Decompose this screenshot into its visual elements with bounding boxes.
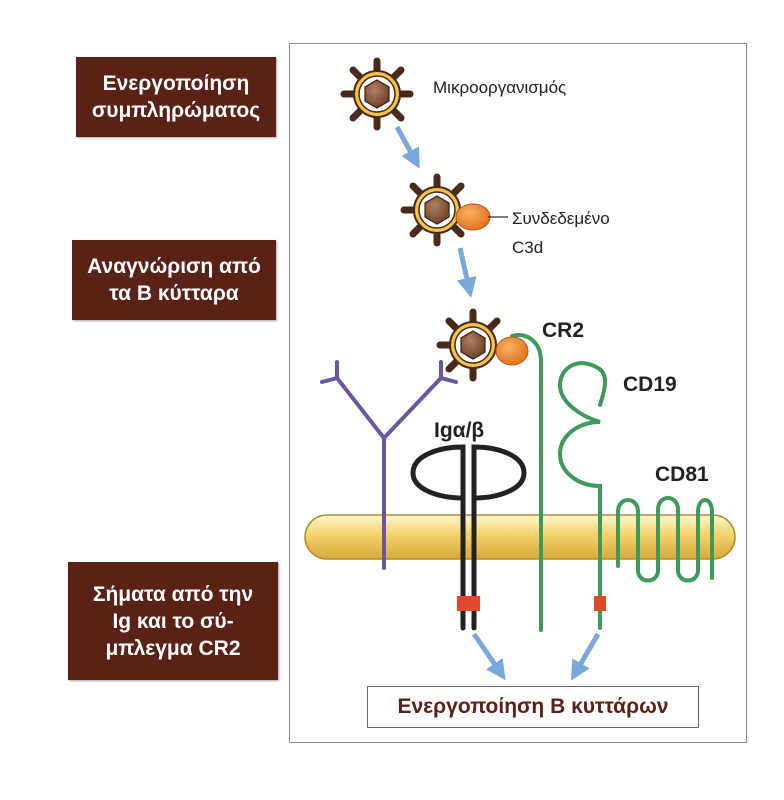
b-cell-activation-label: Ενεργοποίηση Β κυττάρων [397, 695, 669, 718]
stage-label-line: συμπληρώματος [91, 99, 261, 122]
stage-label-line: Ig και το σύ- [112, 609, 234, 633]
label-bound-c3d: Συνδεδεμένο [512, 209, 610, 228]
b-cell-activation-box: Ενεργοποίηση Β κυττάρων [367, 686, 699, 728]
stage-label-line: μπλεγμα CR2 [105, 636, 241, 660]
stage-label-line: Σήματα από την [92, 582, 254, 606]
signal-tag [468, 596, 480, 611]
signal-arrow [471, 632, 506, 681]
signal-arrow [570, 632, 601, 681]
diagram-panel [289, 43, 747, 743]
label-microorganism: Μικροοργανισμός [433, 78, 566, 97]
cr2-receptor [510, 333, 543, 632]
stage-label-line: Ενεργοποίηση [102, 72, 250, 95]
label-cd81: CD81 [655, 463, 709, 486]
stage-label-signals: Σήματα από την Ig και το σύ- μπλεγμα CR2 [68, 562, 278, 680]
microorganism-icon [436, 308, 501, 382]
microorganism-icon [340, 57, 414, 131]
label-cr2: CR2 [542, 319, 584, 342]
microorganism-icon [400, 173, 465, 247]
stage-label-line: τα Β κύτταρα [109, 282, 239, 305]
signal-tag [594, 596, 606, 611]
label-bound-c3d: C3d [512, 238, 543, 257]
label-iga-b: Igα/β [434, 419, 484, 442]
stage-label-complement-activation: Ενεργοποίηση συμπληρώματος [76, 57, 276, 137]
stage-label-line: Αναγνώριση από [87, 255, 261, 278]
cd19-receptor [557, 361, 607, 630]
flow-arrow [394, 125, 420, 169]
label-cd19: CD19 [623, 373, 677, 396]
stage-label-b-cell-recognition: Αναγνώριση από τα Β κύτταρα [72, 240, 276, 320]
flow-arrow [457, 247, 477, 298]
signal-tag [457, 596, 469, 611]
iga-b-receptor [410, 444, 527, 631]
c3d-fragment [455, 203, 491, 231]
c3d-fragment [495, 336, 529, 366]
cd81-receptor [616, 496, 714, 583]
antibody-receptor [320, 360, 458, 570]
cell-membrane [304, 514, 736, 560]
